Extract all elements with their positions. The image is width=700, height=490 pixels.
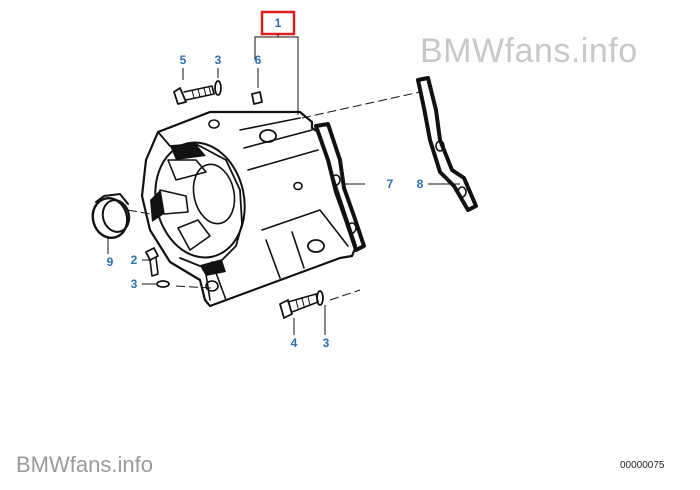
callout-3-bottom[interactable]: 3 — [323, 336, 330, 350]
callout-2[interactable]: 2 — [131, 253, 138, 267]
bracket-part-1 — [254, 34, 299, 115]
shaft-seal-part-9 — [91, 193, 131, 240]
callout-9[interactable]: 9 — [107, 255, 114, 269]
callout-8[interactable]: 8 — [417, 177, 424, 191]
gasket-part-8 — [416, 76, 478, 212]
callout-7[interactable]: 7 — [387, 177, 394, 191]
washer-left — [156, 280, 170, 288]
drawing-number: 00000075 — [620, 460, 665, 471]
front-cover-housing — [140, 110, 358, 308]
bolt-part-5 — [173, 85, 215, 105]
callout-1[interactable]: 1 — [275, 16, 282, 30]
bolt-part-4 — [279, 293, 319, 319]
callout-3-top[interactable]: 3 — [215, 53, 222, 67]
callout-5[interactable]: 5 — [180, 53, 187, 67]
bolt-axis-line — [329, 289, 361, 301]
callout-3-left[interactable]: 3 — [131, 277, 138, 291]
alignment-line — [301, 91, 421, 119]
callout-6[interactable]: 6 — [255, 53, 262, 67]
washer-top — [214, 80, 222, 96]
callout-4[interactable]: 4 — [291, 336, 298, 350]
washer-bottom — [316, 290, 324, 306]
gasket-part-7 — [314, 122, 366, 252]
bolt-part-2 — [145, 247, 159, 277]
watermark-bottom: BMWfans.info — [16, 452, 153, 477]
pin-part-6 — [251, 91, 263, 105]
watermark-top: BMWfans.info — [420, 32, 638, 70]
